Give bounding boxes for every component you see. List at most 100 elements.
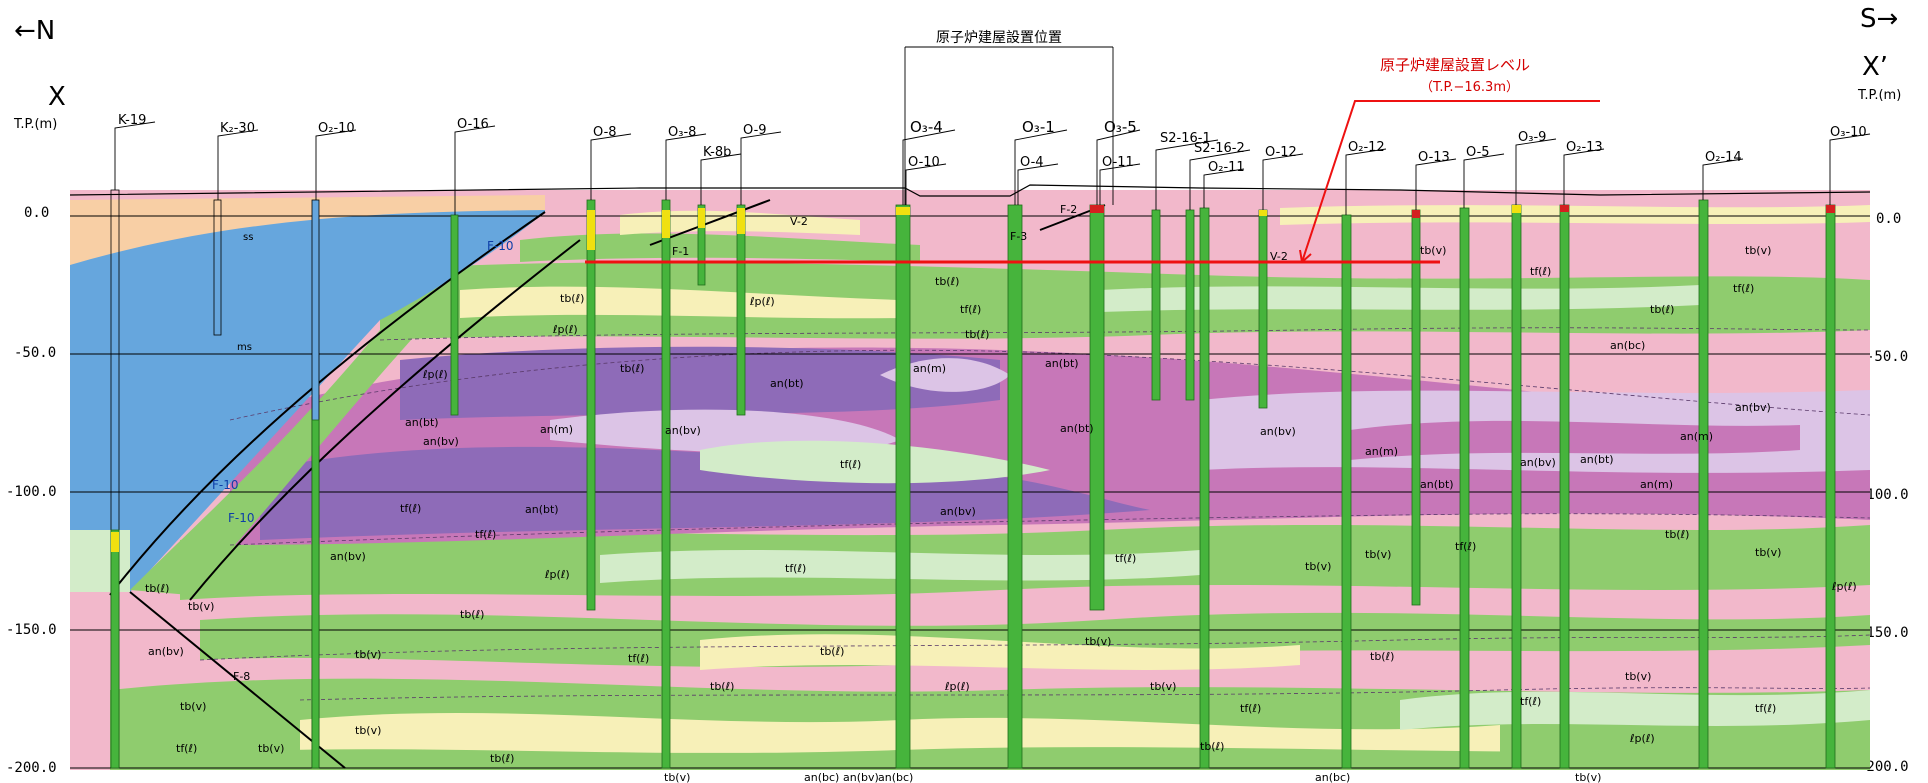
rock-label: tb(v) — [1745, 244, 1771, 257]
rock-label-ms: ms — [237, 342, 252, 353]
rock-label: ℓp(ℓ) — [944, 680, 970, 693]
layer-ss — [70, 195, 545, 265]
rock-label: an(bt) — [770, 377, 804, 390]
bh-label: O-13 — [1418, 150, 1450, 165]
left-tick-200: -200.0 — [6, 760, 57, 776]
rock-label: an(bv) — [423, 435, 459, 448]
bh-label: O-16 — [457, 117, 489, 132]
rock-label-ss: ss — [243, 232, 253, 243]
rock-label: tf(ℓ) — [960, 303, 981, 316]
layer-tf-l-lower-right — [1400, 690, 1870, 730]
section-end-label: X’ — [1862, 52, 1889, 82]
rock-label: tb(v) — [180, 700, 206, 713]
rock-label: tf(ℓ) — [1115, 552, 1136, 565]
rock-label: tf(ℓ) — [1530, 265, 1551, 278]
rock-label: ℓp(ℓ) — [1831, 580, 1857, 593]
borehole-o12-marker — [1259, 210, 1267, 216]
fault-labels: F-10 F-10 F-10 F-8 F-1 F-2 F-3 V-2 V-2 — [212, 203, 1288, 683]
section-start-label: X — [48, 82, 66, 112]
fault-label: F-10 — [487, 239, 514, 253]
rock-label: an(bt) — [1045, 357, 1079, 370]
layer-an-bt-upper — [400, 346, 1000, 420]
borehole-s2-16-2 — [1185, 209, 1195, 401]
borehole-s2-16-1 — [1151, 209, 1161, 401]
fault-label: F-10 — [212, 478, 239, 492]
borehole-o13-marker — [1412, 210, 1420, 218]
borehole-o2-13-marker — [1560, 205, 1569, 212]
rock-label: tb(v) — [258, 742, 284, 755]
rock-label: an(m) — [913, 362, 946, 375]
rock-label: an(bt) — [1060, 422, 1094, 435]
borehole-o2-12 — [1341, 214, 1352, 769]
borehole-o13 — [1411, 209, 1421, 606]
bh-label: O-11 — [1102, 155, 1134, 170]
bh-label: O-8 — [593, 125, 617, 140]
right-elevation-unit: T.P.(m) — [1858, 88, 1902, 103]
rock-label: an(bv) — [330, 550, 366, 563]
rock-label: tb(v) — [1305, 560, 1331, 573]
rock-label: tb(v) — [1755, 546, 1781, 559]
rock-label: tf(ℓ) — [475, 528, 496, 541]
rock-label: an(bv) — [1520, 456, 1556, 469]
rock-label: tb(ℓ) — [560, 292, 584, 305]
right-tick-100: -100.0 — [1858, 487, 1909, 503]
rock-labels: ss ms tb(v) tb(v) tf(ℓ) tf(ℓ) tb(ℓ) an(b… — [145, 232, 1857, 783]
bh-label: O₃-8 — [668, 125, 696, 140]
rock-label: tb(v) — [1150, 680, 1176, 693]
rock-label: tf(ℓ) — [785, 562, 806, 575]
rock-label: tb(ℓ) — [1665, 528, 1689, 541]
rock-label: tf(ℓ) — [400, 502, 421, 515]
right-tick-50: -50.0 — [1866, 349, 1909, 365]
rock-label: tb(v) — [188, 600, 214, 613]
left-tick-150: -150.0 — [6, 622, 57, 638]
rock-label: an(bt) — [1420, 478, 1454, 491]
borehole-k19-marker — [111, 532, 119, 552]
rock-label: tb(v) — [1420, 244, 1446, 257]
borehole-k8b — [697, 204, 706, 286]
borehole-labels: K-19 K₂-30 O₂-10 O-16 O-8 O₃-8 K-8b O-9 … — [118, 113, 1867, 175]
borehole-o3-9 — [1511, 204, 1522, 769]
borehole-flags — [114, 121, 1871, 215]
bh-label: K₂-30 — [220, 121, 255, 136]
borehole-o2-11 — [1199, 207, 1210, 769]
rock-label: an(bv) — [1260, 425, 1296, 438]
fault-label: F-10 — [228, 511, 255, 525]
borehole-o3-10 — [1825, 204, 1836, 769]
bh-label: O₃-10 — [1830, 125, 1867, 140]
rock-label: tf(ℓ) — [1520, 695, 1541, 708]
rock-label: tb(ℓ) — [460, 608, 484, 621]
fault-label: F-2 — [1060, 203, 1077, 216]
rock-label: an(bt) — [1580, 453, 1614, 466]
rock-label: an(bc) — [1610, 339, 1645, 352]
layer-tb-l-top — [520, 233, 920, 262]
borehole-o5 — [1459, 207, 1470, 769]
layer-an-m-lens — [880, 358, 1010, 392]
borehole-k19-core — [110, 529, 120, 769]
bh-label: O₃-4 — [910, 118, 943, 136]
bh-label: K-8b — [703, 145, 731, 160]
borehole-o9-marker — [737, 208, 745, 234]
rock-label: an(m) — [540, 423, 573, 436]
left-tick-100: -100.0 — [6, 484, 57, 500]
bh-label: O₂-10 — [318, 121, 355, 136]
layer-tb-l-150 — [200, 612, 1870, 668]
bh-label: O-12 — [1265, 145, 1297, 160]
rock-label: an(m) — [1680, 430, 1713, 443]
reactor-level-leader — [1301, 100, 1600, 263]
borehole-o3-10-marker — [1826, 205, 1835, 213]
fault-label: F-8 — [233, 670, 250, 683]
rock-label: tf(ℓ) — [628, 652, 649, 665]
borehole-o2-14 — [1698, 199, 1709, 769]
fault-f10-b — [189, 239, 581, 601]
rock-label: ℓp(ℓ) — [422, 368, 448, 381]
layer-lp-l-surface — [1280, 205, 1870, 225]
layer-lp-l-150 — [700, 634, 1300, 670]
bh-label: O₂-14 — [1705, 150, 1742, 165]
borehole-o8-marker — [587, 210, 595, 250]
borehole-o3-4 — [895, 204, 911, 769]
borehole-o3-9-marker — [1512, 205, 1521, 213]
strata-layers — [70, 190, 1870, 770]
rock-label: tb(v) — [1575, 771, 1601, 783]
rock-label: tb(ℓ) — [145, 582, 169, 595]
